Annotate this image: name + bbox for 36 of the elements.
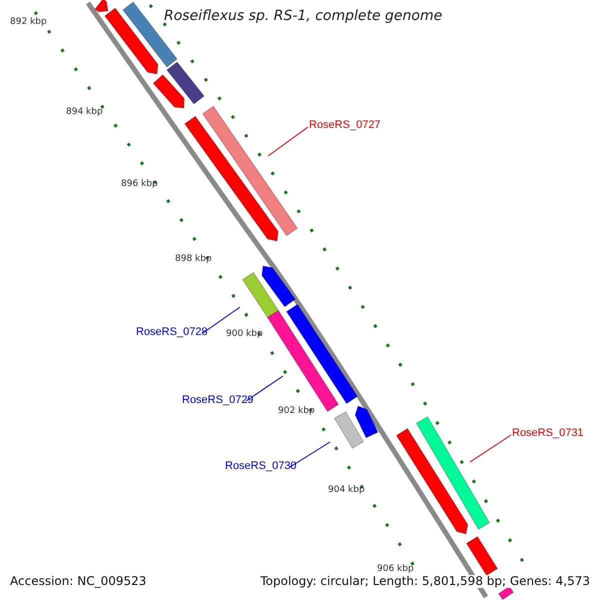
leader-line [290,442,330,468]
gene-segment [261,266,296,308]
scale-label: 904 kbp [328,486,365,496]
leader-line [246,376,284,402]
genome-info-text: Topology: circular; Length: 5,801,598 bp; Genes: 4,573 [260,575,590,588]
gene-segment [396,428,468,534]
leader-line [470,434,512,462]
scale-label: 892 kbp [10,18,47,28]
leader-line [268,126,308,156]
gene-segment [242,272,279,318]
gene-segment [354,405,378,438]
gene-segment [466,536,498,576]
gene-label: RoseRS_0731 [512,427,584,440]
gene-segment [202,106,298,236]
leader-line [202,306,240,334]
gene-segment [104,8,158,74]
gene-segment [152,74,185,108]
gene-label: RoseRS_0729 [182,394,254,406]
scale-label: 896 kbp [121,180,158,190]
scale-label: 906 kbp [377,565,414,575]
scale-label: 894 kbp [66,108,103,118]
scale-label: 902 kbp [278,407,315,417]
gene-segment [184,116,279,242]
gene-segment [416,416,490,530]
scale-label: 898 kbp [175,255,212,265]
scale-label: 900 kbp [226,330,263,340]
gene-segment [166,61,205,105]
diagram-title: Roseiflexus sp. RS-1, complete genome [164,9,442,24]
gene-label: RoseRS_0728 [136,326,208,338]
gene-segment [286,304,358,404]
gene-segment [94,0,108,12]
gene-segment [334,411,364,449]
gene-label: RoseRS_0730 [225,460,297,472]
gene-label: RoseRS_0727 [309,119,381,132]
accession-text: Accession: NC_009523 [10,575,146,588]
gene-segment [498,586,514,600]
